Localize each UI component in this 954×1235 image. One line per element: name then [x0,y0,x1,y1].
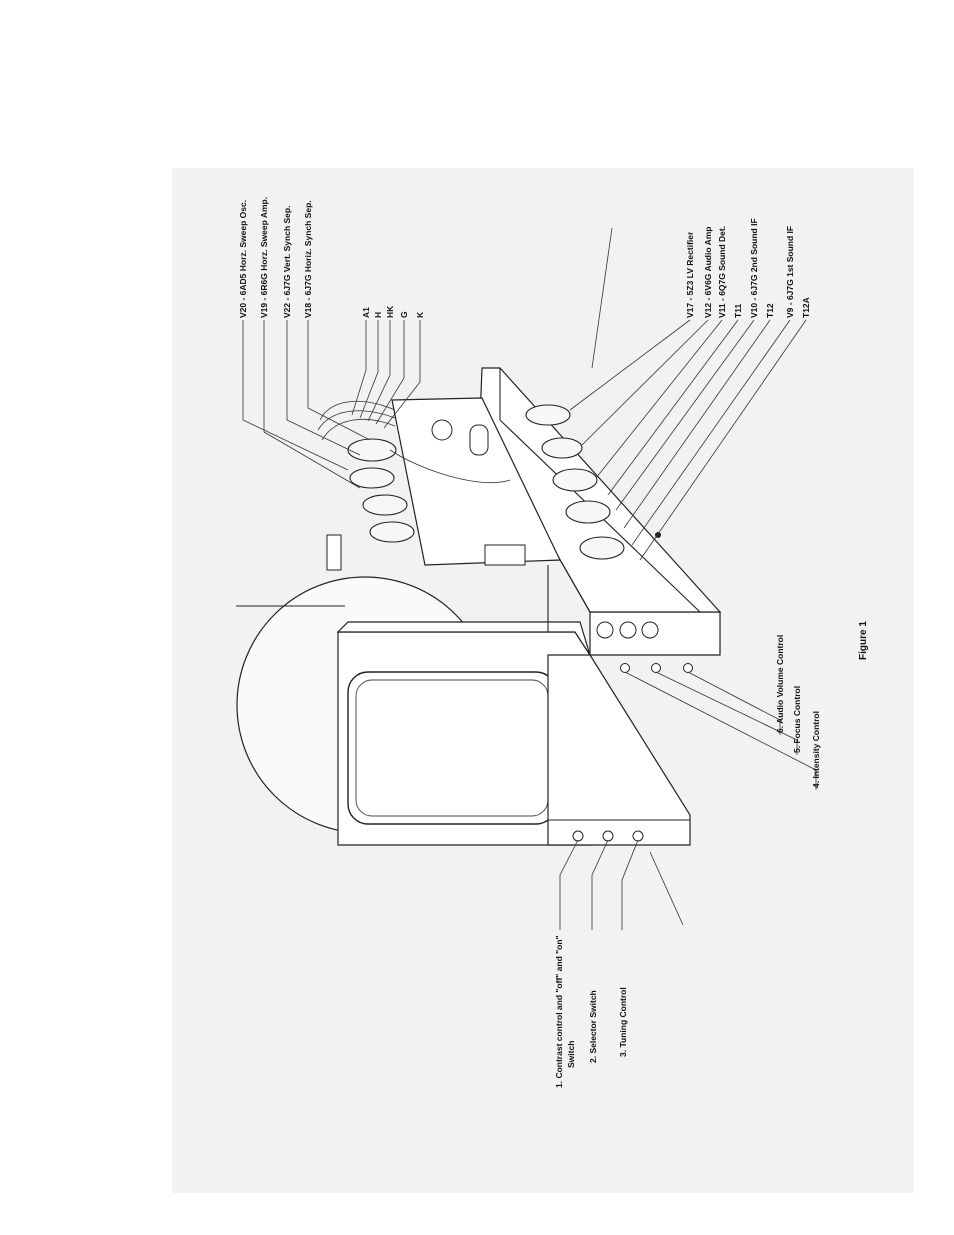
label-v18: V18 - 6J7G Horiz. Synch Sep. [303,200,313,318]
label-contrast-line1: 1. Contrast control and "off" and "on" [554,935,564,1088]
labels: V20 - 6AD5 Horz. Sweep Osc. V19 - 6R6G H… [238,197,869,1088]
chassis-drawing [236,367,722,846]
label-audio-volume: 6. Audio Volume Control [775,635,785,733]
label-v10: V10 - 6J7G 2nd Sound IF [749,218,759,318]
label-contrast-line2: Switch [566,1041,576,1068]
contrast-knob [572,830,584,842]
selector-knob [602,830,614,842]
sweep-tubes [347,438,415,543]
label-intensity: 4. Intensity Control [811,711,821,788]
label-k: K [415,311,425,318]
label-v12: V12 - 6V6G Audio Amp [703,227,713,318]
label-v17: V17 - 5Z3 LV Rectifier [685,231,695,318]
label-v9: V9 - 6J7G 1st Sound IF [785,226,795,318]
label-v19: V19 - 6R6G Horz. Sweep Amp. [259,197,269,318]
label-v11: V11 - 6Q7G Sound Det. [717,226,727,318]
leader-lines [242,227,817,930]
label-a1: A1 [361,307,371,318]
label-tuning: 3. Tuning Control [618,987,628,1057]
focus-knob [651,663,661,673]
label-g: G [399,311,409,318]
label-hk: HK [385,305,395,318]
audio-volume-knob [620,663,630,673]
label-focus: 5. Focus Control [792,686,802,753]
label-t12: T12 [765,303,775,318]
screen-opening [347,671,557,825]
deck-tubes [525,404,625,560]
figure-caption: Figure 1 [858,621,869,660]
label-h: H [373,312,383,318]
label-v20: V20 - 6AD5 Horz. Sweep Osc. [238,200,248,318]
label-t11: T11 [733,304,743,318]
tuning-knob [632,830,644,842]
label-t12a: T12A [801,297,811,318]
intensity-knob [683,663,693,673]
label-v22: V22 - 6J7G Vert. Synch Sep. [282,206,292,318]
label-selector: 2. Selector Switch [588,990,598,1063]
